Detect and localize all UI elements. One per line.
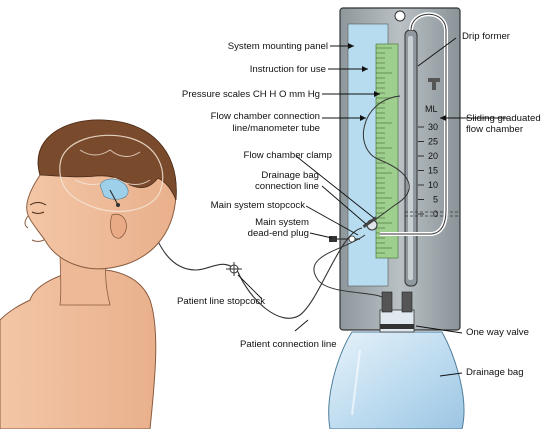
label-flow-chamber-connection-line-2: line/manometer tube bbox=[233, 123, 320, 134]
label-drip-former: Drip former bbox=[462, 31, 510, 42]
label-patient-connection-line: Patient connection line bbox=[240, 339, 337, 350]
label-system-mounting-panel: System mounting panel bbox=[228, 41, 328, 52]
scale-unit: ML bbox=[425, 104, 438, 114]
scale-tick-label: 0 bbox=[433, 209, 438, 219]
label-pressure-scales: Pressure scales CH H O mm Hg bbox=[182, 89, 320, 100]
label-sliding-graduated-2: flow chamber bbox=[466, 124, 523, 135]
patient-line-stopcock bbox=[226, 262, 242, 276]
label-flow-chamber-connection-line-1: Flow chamber connection bbox=[211, 111, 320, 122]
scale-tick-label: 20 bbox=[428, 151, 438, 161]
label-drainage-bag: Drainage bag bbox=[466, 367, 524, 378]
label-dead-end-plug-1: Main system bbox=[255, 217, 309, 228]
label-flow-chamber-clamp: Flow chamber clamp bbox=[243, 150, 332, 161]
scale-tick-label: 25 bbox=[428, 137, 438, 147]
label-dead-end-plug-2: dead-end plug bbox=[248, 228, 309, 239]
scale-tick-label: 15 bbox=[428, 166, 438, 176]
label-patient-line-stopcock: Patient line stopcock bbox=[177, 296, 265, 307]
label-main-system-stopcock: Main system stopcock bbox=[211, 200, 305, 211]
scale-tick-label: 5 bbox=[433, 195, 438, 205]
label-drainage-bag-connection-2: connection line bbox=[255, 181, 319, 192]
label-one-way-valve: One way valve bbox=[466, 327, 529, 338]
label-drainage-bag-connection-1: Drainage bag bbox=[261, 170, 319, 181]
label-instruction-for-use: Instruction for use bbox=[250, 64, 326, 75]
scale-tick-label: 10 bbox=[428, 180, 438, 190]
child-figure bbox=[0, 120, 176, 429]
scale-tick-label: 30 bbox=[428, 122, 438, 132]
label-sliding-graduated-1: Sliding graduated bbox=[466, 113, 541, 124]
pressure-scale-strip bbox=[376, 44, 398, 258]
